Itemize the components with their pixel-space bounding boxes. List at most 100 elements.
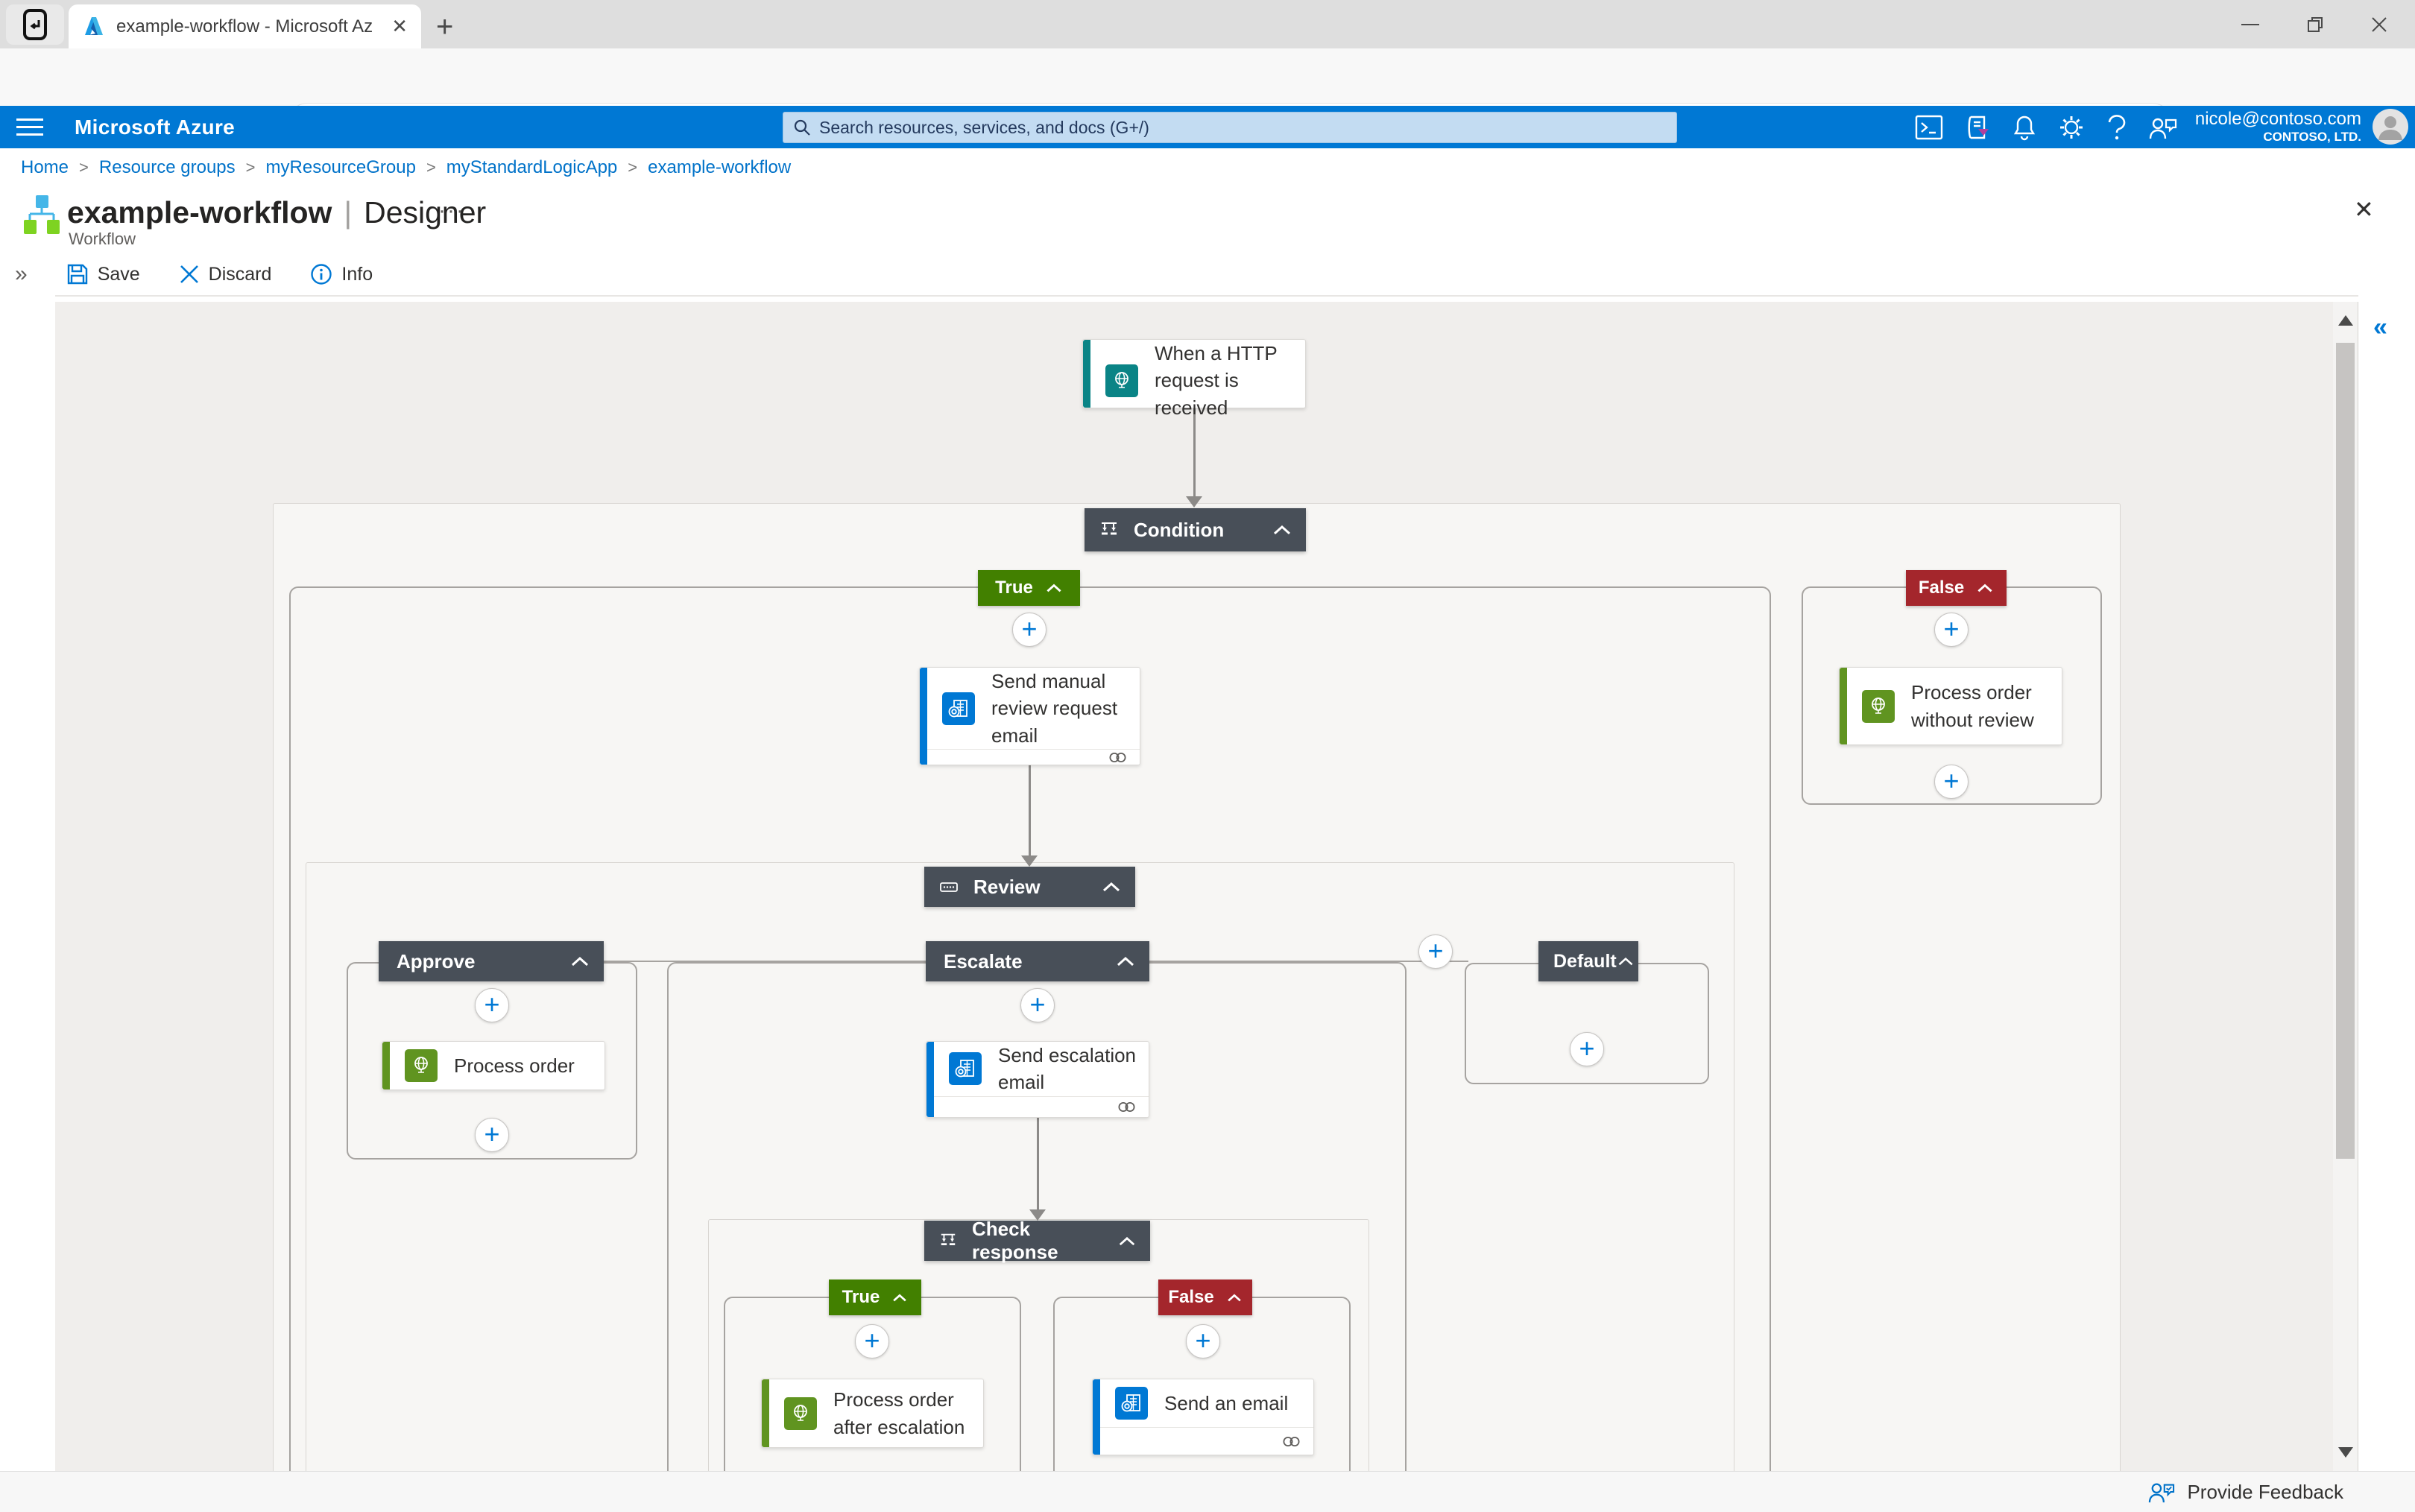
scroll-up-icon[interactable] — [2338, 315, 2353, 326]
check-response-true-badge[interactable]: True — [829, 1279, 921, 1315]
action-card-process-order[interactable]: Process order — [382, 1041, 605, 1090]
vertical-scrollbar[interactable] — [2333, 302, 2358, 1471]
close-blade-icon[interactable]: ✕ — [2354, 196, 2374, 223]
add-case-button[interactable]: + — [1418, 934, 1453, 969]
case-approve-header[interactable]: Approve — [379, 941, 604, 981]
feedback-icon[interactable] — [2148, 114, 2178, 141]
collapse-panel-icon[interactable]: « — [2373, 313, 2387, 341]
right-panel-strip — [2358, 302, 2415, 1471]
card-stripe — [1093, 1379, 1100, 1455]
add-action-button[interactable]: + — [1934, 613, 1969, 647]
check-response-label: Check response — [972, 1218, 1058, 1263]
condition-node-check-response[interactable]: Check response — [924, 1218, 1150, 1263]
add-action-button[interactable]: + — [475, 988, 509, 1022]
breadcrumb-resource-groups[interactable]: Resource groups — [98, 156, 236, 177]
discard-button[interactable]: Discard — [179, 264, 271, 285]
portal-menu-icon[interactable] — [16, 118, 43, 136]
collapse-chevron-icon[interactable] — [1272, 524, 1292, 536]
action-card-send-escalation-email[interactable]: Send escalation email — [926, 1041, 1149, 1118]
search-input[interactable] — [819, 117, 1667, 138]
condition-icon — [939, 1232, 957, 1250]
switch-label: Review — [973, 875, 1041, 898]
switch-icon — [939, 877, 959, 896]
designer-footer: Provide Feedback — [0, 1471, 2415, 1512]
action-card-send-an-email[interactable]: Send an email — [1092, 1379, 1314, 1455]
collapse-chevron-icon[interactable] — [1101, 881, 1122, 893]
condition-node[interactable]: Condition — [1085, 508, 1306, 551]
window-close-button[interactable] — [2369, 15, 2390, 34]
true-badge-label: True — [995, 578, 1033, 598]
window-restore-button[interactable] — [2305, 15, 2326, 34]
browser-tab[interactable]: example-workflow - Microsoft Az ✕ — [69, 4, 421, 48]
plus-icon: + — [1427, 934, 1444, 966]
switch-node-review[interactable]: Review — [924, 867, 1135, 907]
connection-link-icon[interactable] — [1282, 1435, 1301, 1448]
breadcrumb-separator: > — [245, 157, 256, 177]
tab-close-icon[interactable]: ✕ — [391, 15, 408, 37]
action-card-send-manual-review-request-email[interactable]: Send manual review request email — [919, 667, 1140, 765]
scroll-down-icon[interactable] — [2338, 1447, 2353, 1458]
account-tenant: CONTOSO, LTD. — [2263, 129, 2361, 144]
connector-arrow — [1186, 496, 1202, 507]
trigger-card-http-request[interactable]: When a HTTP request is received — [1082, 339, 1306, 419]
connector — [1029, 765, 1031, 860]
azure-brand[interactable]: Microsoft Azure — [75, 115, 236, 139]
false-badge[interactable]: False — [1906, 570, 2007, 606]
collapse-chevron-icon — [1046, 583, 1061, 592]
add-action-button[interactable]: + — [1186, 1324, 1220, 1358]
collapse-chevron-icon[interactable] — [1117, 1236, 1137, 1247]
action-card-process-order-without-review[interactable]: Process order without review — [1839, 667, 2062, 745]
breadcrumb-logic-app[interactable]: myStandardLogicApp — [446, 156, 618, 177]
breadcrumb-workflow[interactable]: example-workflow — [648, 156, 792, 177]
breadcrumb: Home > Resource groups > myResourceGroup… — [0, 148, 2415, 186]
case-escalate-header[interactable]: Escalate — [926, 941, 1149, 981]
case-default-label: Default — [1553, 950, 1617, 972]
scrollbar-thumb[interactable] — [2336, 343, 2355, 1159]
case-default-header[interactable]: Default — [1538, 941, 1638, 981]
cloud-shell-icon[interactable] — [1915, 115, 1943, 140]
add-action-button[interactable]: + — [1020, 988, 1055, 1022]
window-minimize-button[interactable] — [2240, 15, 2261, 34]
help-icon[interactable] — [2106, 114, 2128, 141]
info-icon — [311, 264, 332, 285]
collapse-chevron-icon[interactable] — [569, 955, 590, 967]
account-email: nicole@contoso.com — [2194, 109, 2361, 129]
connection-link-icon[interactable] — [1108, 751, 1128, 764]
check-response-false-badge[interactable]: False — [1158, 1279, 1252, 1315]
card-stripe — [1083, 340, 1090, 408]
vertical-tabs-button[interactable] — [6, 4, 64, 45]
expand-menu-icon[interactable]: » — [15, 262, 28, 286]
account-info[interactable]: nicole@contoso.com CONTOSO, LTD. — [2195, 109, 2361, 144]
collapse-chevron-icon — [893, 1294, 907, 1301]
breadcrumb-home[interactable]: Home — [21, 156, 69, 177]
plus-icon: + — [1195, 1324, 1211, 1356]
add-action-button[interactable]: + — [1934, 765, 1969, 799]
add-action-button[interactable]: + — [1012, 613, 1046, 647]
save-button[interactable]: Save — [66, 263, 140, 285]
page-overflow-icon[interactable]: ··· — [438, 198, 465, 223]
breadcrumb-resource-group[interactable]: myResourceGroup — [265, 156, 416, 177]
notifications-bell-icon[interactable] — [2012, 114, 2037, 141]
provide-feedback-button[interactable]: Provide Feedback — [2187, 1480, 2343, 1503]
true-badge[interactable]: True — [978, 570, 1080, 606]
info-button[interactable]: Info — [310, 263, 373, 285]
designer-canvas[interactable]: When a HTTP request is received Conditio… — [55, 302, 2333, 1471]
collapse-chevron-icon[interactable] — [1115, 955, 1136, 967]
add-action-button[interactable]: + — [1570, 1032, 1604, 1066]
settings-gear-icon[interactable] — [2057, 113, 2086, 142]
http-action-icon — [1862, 689, 1895, 723]
directory-filter-icon[interactable] — [1963, 114, 1992, 141]
outlook-icon — [949, 1052, 982, 1086]
action-card-process-order-after-escalation[interactable]: Process order after escalation — [761, 1379, 984, 1448]
new-tab-button[interactable]: + — [436, 10, 454, 43]
avatar[interactable] — [2372, 108, 2409, 149]
add-action-button[interactable]: + — [855, 1324, 889, 1358]
connection-link-icon[interactable] — [1117, 1101, 1137, 1113]
azure-favicon — [85, 16, 103, 35]
add-action-button[interactable]: + — [475, 1118, 509, 1152]
collapse-chevron-icon[interactable] — [1617, 956, 1635, 967]
global-search[interactable] — [783, 112, 1677, 143]
workflow-icon — [22, 194, 61, 241]
plus-icon: + — [484, 988, 500, 1019]
title-divider: | — [344, 195, 353, 230]
